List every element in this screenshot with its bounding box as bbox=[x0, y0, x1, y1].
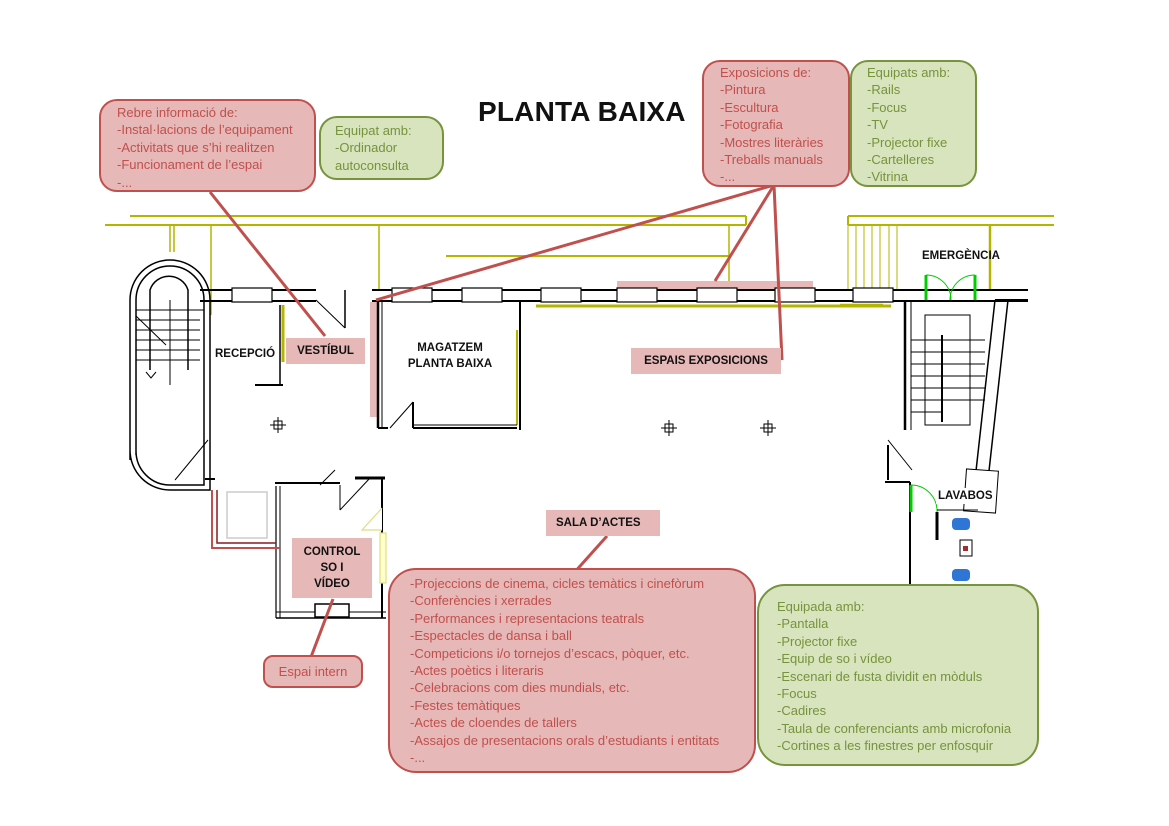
room-label-magatzem-line1: MAGATZEM bbox=[417, 342, 483, 354]
elevator-area bbox=[211, 490, 280, 549]
callout-line: -Treballs manuals bbox=[720, 152, 823, 168]
callout-line: autoconsulta bbox=[335, 157, 409, 173]
callout-line: -Equip de so i vídeo bbox=[777, 651, 892, 667]
tag-vestibul: VESTÍBUL bbox=[286, 338, 365, 364]
callout-line: -Pantalla bbox=[777, 616, 829, 632]
room-label-emergencia: EMERGÈNCIA bbox=[922, 250, 1000, 262]
callout-line: -Espectacles de dansa i ball bbox=[410, 628, 572, 644]
callout-line: -Funcionament de l’espai bbox=[117, 157, 263, 173]
callout-line: -Assajos de presentacions orals d’estudi… bbox=[410, 732, 720, 748]
callout-line: -Cortines a les finestres per enfosquir bbox=[777, 738, 994, 754]
callout-line: -Rails bbox=[867, 82, 901, 98]
callout-line: -... bbox=[410, 750, 426, 766]
control-yellow-door bbox=[360, 507, 387, 584]
callout-line: Exposicions de: bbox=[720, 65, 812, 80]
callout-line: Equipats amb: bbox=[867, 65, 951, 80]
callout-connectors bbox=[208, 183, 784, 658]
callout-line: -Cartelleres bbox=[867, 152, 935, 168]
lavabos-area bbox=[909, 484, 978, 581]
callout-line: -Mostres literàries bbox=[720, 134, 824, 150]
callout-line: -Actes poètics i literaris bbox=[410, 663, 544, 679]
facade-wall bbox=[200, 287, 1028, 303]
callout-line: -Ordinador bbox=[335, 140, 398, 156]
room-label-magatzem: MAGATZEM PLANTA BAIXA bbox=[400, 340, 500, 372]
callout-line: Equipada amb: bbox=[777, 599, 865, 614]
callout-line: -Escultura bbox=[720, 99, 779, 115]
emergency-exit-doors bbox=[924, 274, 977, 301]
exhibition-wall-highlight bbox=[617, 281, 813, 289]
vestibul-wall-highlight bbox=[370, 302, 378, 417]
callout-line: Equipat amb: bbox=[335, 123, 412, 138]
tag-espais-exposicions: ESPAIS EXPOSICIONS bbox=[631, 348, 781, 374]
room-label-lavabos: LAVABOS bbox=[936, 488, 995, 504]
staircase-right bbox=[911, 299, 1028, 514]
exterior-canopy-lines bbox=[105, 215, 1054, 425]
callout-line: -Projeccions de cinema, cicles temàtics … bbox=[410, 576, 705, 591]
interior-walls bbox=[205, 290, 913, 619]
callout-line: -Actes de cloendes de tallers bbox=[410, 715, 577, 731]
callout-line: -Festes temàtiques bbox=[410, 697, 521, 713]
tag-control-line3: VÍDEO bbox=[314, 578, 350, 590]
page-title: PLANTA BAIXA bbox=[478, 96, 686, 127]
callout-hall-equipment: Equipada amb: -Pantalla -Projector fixe … bbox=[757, 584, 1039, 766]
callout-reception-info: Rebre informació de: -Instal·lacions de … bbox=[99, 99, 316, 192]
callout-hall-activities: -Projeccions de cinema, cicles temàtics … bbox=[388, 568, 756, 773]
callout-reception-equipment: Equipat amb: -Ordinador autoconsulta bbox=[319, 116, 444, 180]
callout-line: -Fotografia bbox=[720, 117, 783, 133]
callout-line: -Activitats que s’hi realitzen bbox=[117, 139, 275, 155]
callout-line: -Conferències i xerrades bbox=[410, 593, 552, 609]
callout-line: -Competicions i/o tornejos d’escacs, pòq… bbox=[410, 645, 690, 661]
callout-line: Rebre informació de: bbox=[117, 105, 238, 120]
callout-line: -Taula de conferenciants amb microfonia bbox=[777, 720, 1012, 736]
callout-line: -TV bbox=[867, 117, 888, 133]
room-label-recepcio: RECEPCIÓ bbox=[215, 348, 276, 360]
callout-line: -Instal·lacions de l’equipament bbox=[117, 122, 293, 138]
staircase-left bbox=[129, 259, 211, 491]
callout-line: -Projector fixe bbox=[777, 633, 858, 649]
tag-control-line2: SO I bbox=[320, 562, 344, 574]
callout-line: -Vitrina bbox=[867, 169, 908, 185]
callout-line: -Cadires bbox=[777, 703, 827, 719]
tag-control-line1: CONTROL bbox=[303, 546, 361, 558]
callout-control-note: Espai intern bbox=[263, 655, 363, 688]
room-label-magatzem-line2: PLANTA BAIXA bbox=[407, 358, 493, 370]
callout-line: -... bbox=[720, 169, 736, 185]
callout-line: -Focus bbox=[777, 686, 817, 702]
tag-control-so-video: CONTROL SO I VÍDEO bbox=[292, 538, 372, 598]
callout-line: -Performances i representacions teatrals bbox=[410, 610, 645, 626]
tag-sala-actes: SALA D’ACTES bbox=[546, 510, 660, 536]
callout-line: -Pintura bbox=[720, 82, 766, 98]
callout-line: -Escenari de fusta dividit en mòduls bbox=[777, 668, 983, 684]
callout-line: -Focus bbox=[867, 99, 907, 115]
callout-exhibitions-equipment: Equipats amb: -Rails -Focus -TV -Project… bbox=[850, 60, 977, 187]
callout-line: -... bbox=[117, 174, 133, 190]
callout-line: -Celebracions com dies mundials, etc. bbox=[410, 680, 630, 696]
callout-line: -Projector fixe bbox=[867, 134, 948, 150]
callout-exhibitions: Exposicions de: -Pintura -Escultura -Fot… bbox=[702, 60, 850, 187]
